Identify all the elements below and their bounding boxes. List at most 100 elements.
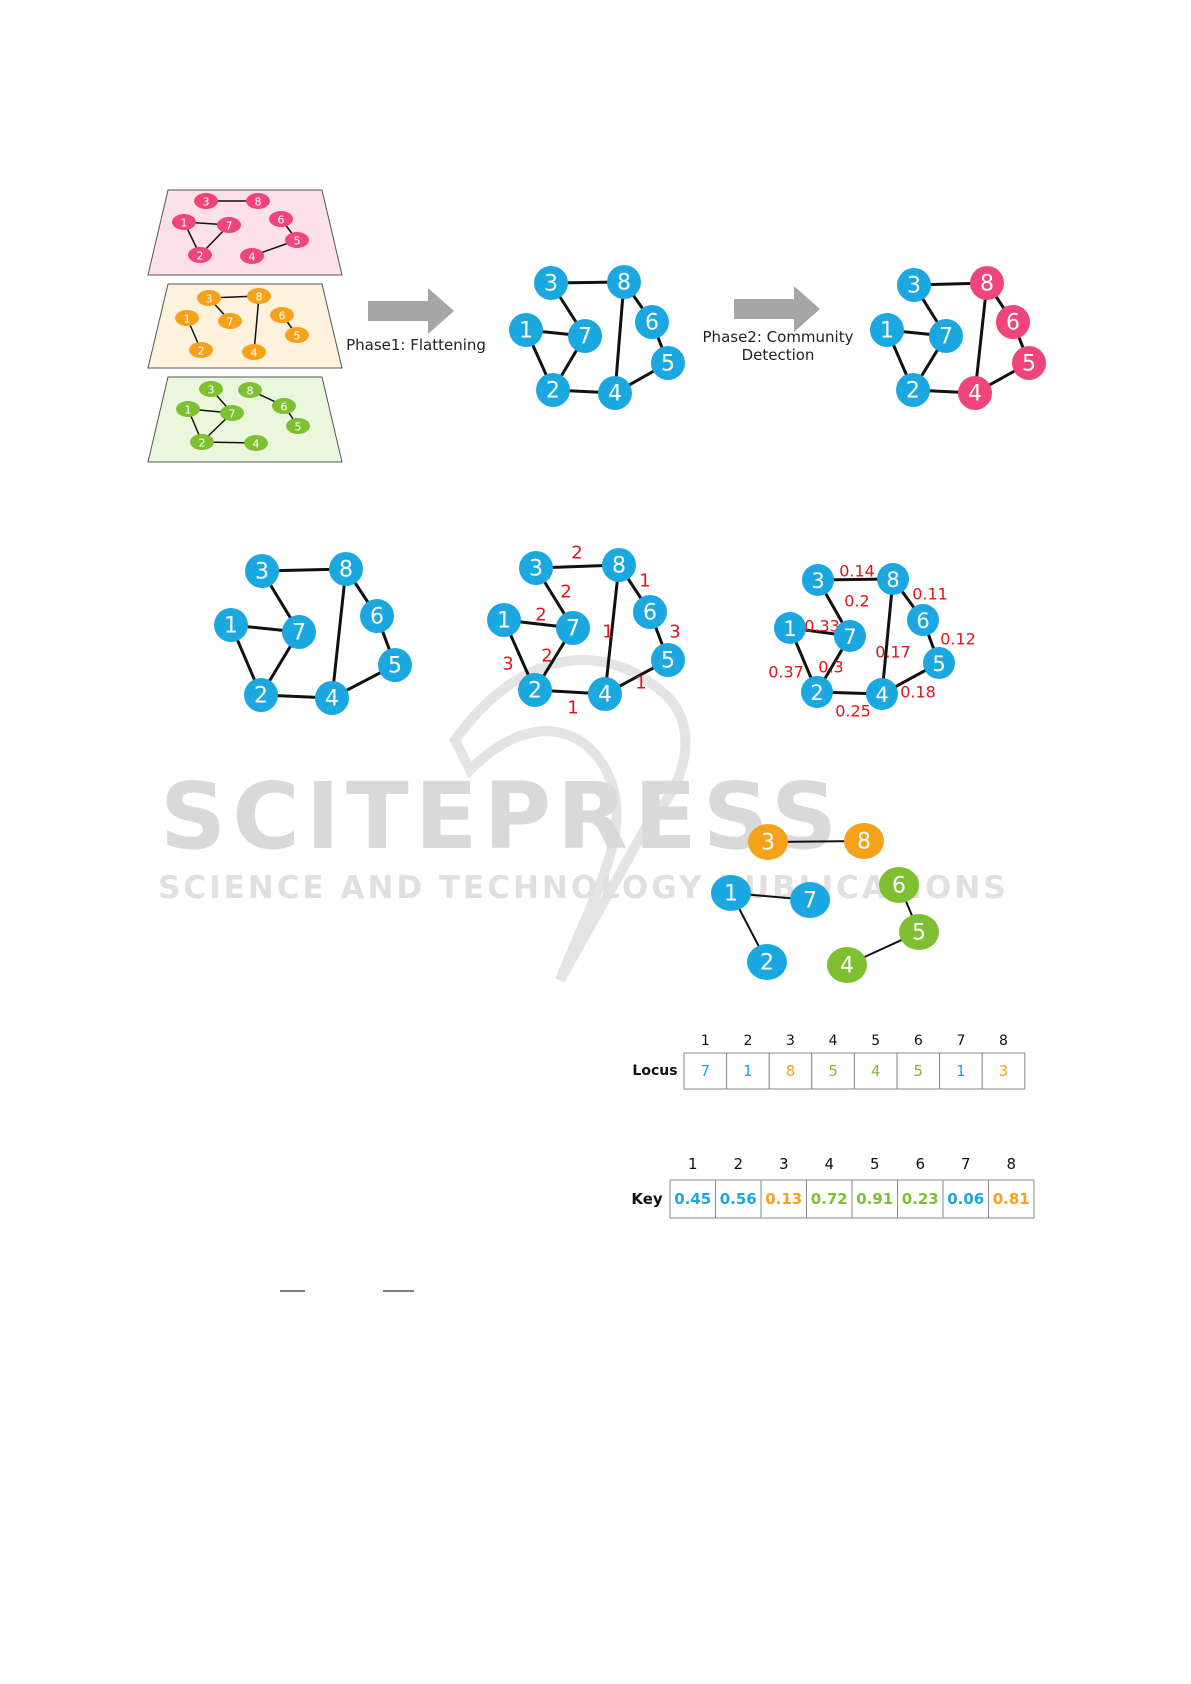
phase2-arrow (734, 286, 820, 332)
layer-node-label: 7 (229, 408, 236, 421)
layer-node (269, 211, 293, 227)
layer-node (240, 248, 264, 264)
table-cell (715, 1179, 762, 1219)
graph-node (214, 608, 248, 642)
layer-node (217, 217, 241, 233)
layer-node-label: 2 (197, 250, 204, 263)
graph-node-label: 4 (840, 954, 854, 979)
phase1-arrow (368, 288, 454, 334)
table-cell-value: 8 (786, 1062, 796, 1080)
graph-node-label: 5 (912, 921, 926, 946)
table-column-header: 4 (824, 1155, 834, 1173)
table-cell-value: 0.13 (765, 1190, 802, 1208)
graph-node (568, 319, 602, 353)
layer-node-label: 3 (206, 293, 213, 306)
layer-node-label: 7 (227, 316, 234, 329)
phase2-caption-line1: Phase2: Community (703, 328, 854, 346)
table-cell (683, 1052, 728, 1090)
table-cell-value: 7 (701, 1062, 711, 1080)
graph-node-label: 2 (760, 951, 774, 976)
layer-node-label: 3 (203, 196, 210, 209)
graph-node (802, 564, 834, 596)
graph-node-label: 1 (224, 614, 238, 639)
right-arrow-icon (734, 286, 820, 332)
layer-node (286, 418, 310, 434)
graph-node-label: 4 (598, 683, 612, 708)
table-cell-value: 5 (914, 1062, 924, 1080)
graph-node (844, 823, 884, 859)
layer-node (285, 327, 309, 343)
table-cell-value: 5 (828, 1062, 838, 1080)
graph-edge (973, 282, 989, 394)
phase2-caption-line2: Detection (742, 346, 815, 364)
table-column-header: 2 (743, 1033, 752, 1049)
graph-node (534, 266, 568, 300)
layer-node-label: 8 (255, 196, 262, 209)
graph-node-label: 6 (916, 609, 929, 633)
layer-node (272, 398, 296, 414)
edge-weight-label: 1 (602, 622, 613, 643)
layer-node (218, 313, 242, 329)
graph-node-label: 6 (370, 605, 384, 630)
graph-node (896, 373, 930, 407)
table-column-header: 2 (733, 1155, 743, 1173)
graph-node (607, 265, 641, 299)
graph-edge (880, 578, 895, 695)
graph-node (651, 643, 685, 677)
layer-node-label: 6 (278, 214, 285, 227)
graph-node-label: 8 (886, 568, 899, 592)
graph-node (329, 552, 363, 586)
graph-node (870, 313, 904, 347)
table-cell (726, 1052, 770, 1090)
graph-node (877, 563, 909, 595)
graph-node-label: 3 (255, 560, 269, 585)
graph-node (923, 647, 955, 679)
table-column-header: 4 (829, 1033, 838, 1049)
graph-node-label: 3 (544, 272, 558, 297)
edge-weight-label: 0.37 (768, 663, 804, 682)
table-cell-value: 4 (871, 1062, 881, 1080)
table-cell (981, 1052, 1026, 1090)
graph-node (1012, 346, 1046, 380)
graph-node-label: 1 (783, 617, 796, 641)
graph-node-label: 5 (661, 352, 675, 377)
graph-node-label: 2 (546, 379, 560, 404)
table-cell-value: 0.72 (811, 1190, 848, 1208)
watermark-title: SCITEPRESS (160, 763, 843, 870)
graph-node-label: 1 (724, 882, 738, 907)
graph-node-label: 4 (968, 382, 982, 407)
table-cell-value: 1 (743, 1062, 753, 1080)
graph-node-label: 3 (529, 557, 543, 582)
graph-node-label: 7 (803, 889, 817, 914)
table-cell-value: 0.06 (947, 1190, 984, 1208)
edge-weight-label: 0.25 (835, 702, 871, 721)
graph-node (866, 678, 898, 710)
table-column-header: 8 (1006, 1155, 1016, 1173)
graph-node (282, 615, 316, 649)
layer-node (246, 193, 270, 209)
graph-node-label: 7 (566, 617, 580, 642)
graph-node (244, 678, 278, 712)
edge-weight-label: 0.17 (875, 643, 911, 662)
layer-node (188, 247, 212, 263)
graph-node-label: 5 (1022, 352, 1036, 377)
graph-node (598, 376, 632, 410)
table-cell-value: 0.91 (856, 1190, 893, 1208)
graph-node-label: 4 (608, 382, 622, 407)
table-column-header: 6 (915, 1155, 925, 1173)
layer-edge (253, 295, 260, 353)
edge-weight-label: 3 (502, 654, 513, 675)
graph-node (790, 882, 830, 918)
graph-node (970, 266, 1004, 300)
graph-node-label: 1 (880, 319, 894, 344)
edge-weight-label: 1 (567, 698, 578, 719)
graph-node (360, 599, 394, 633)
